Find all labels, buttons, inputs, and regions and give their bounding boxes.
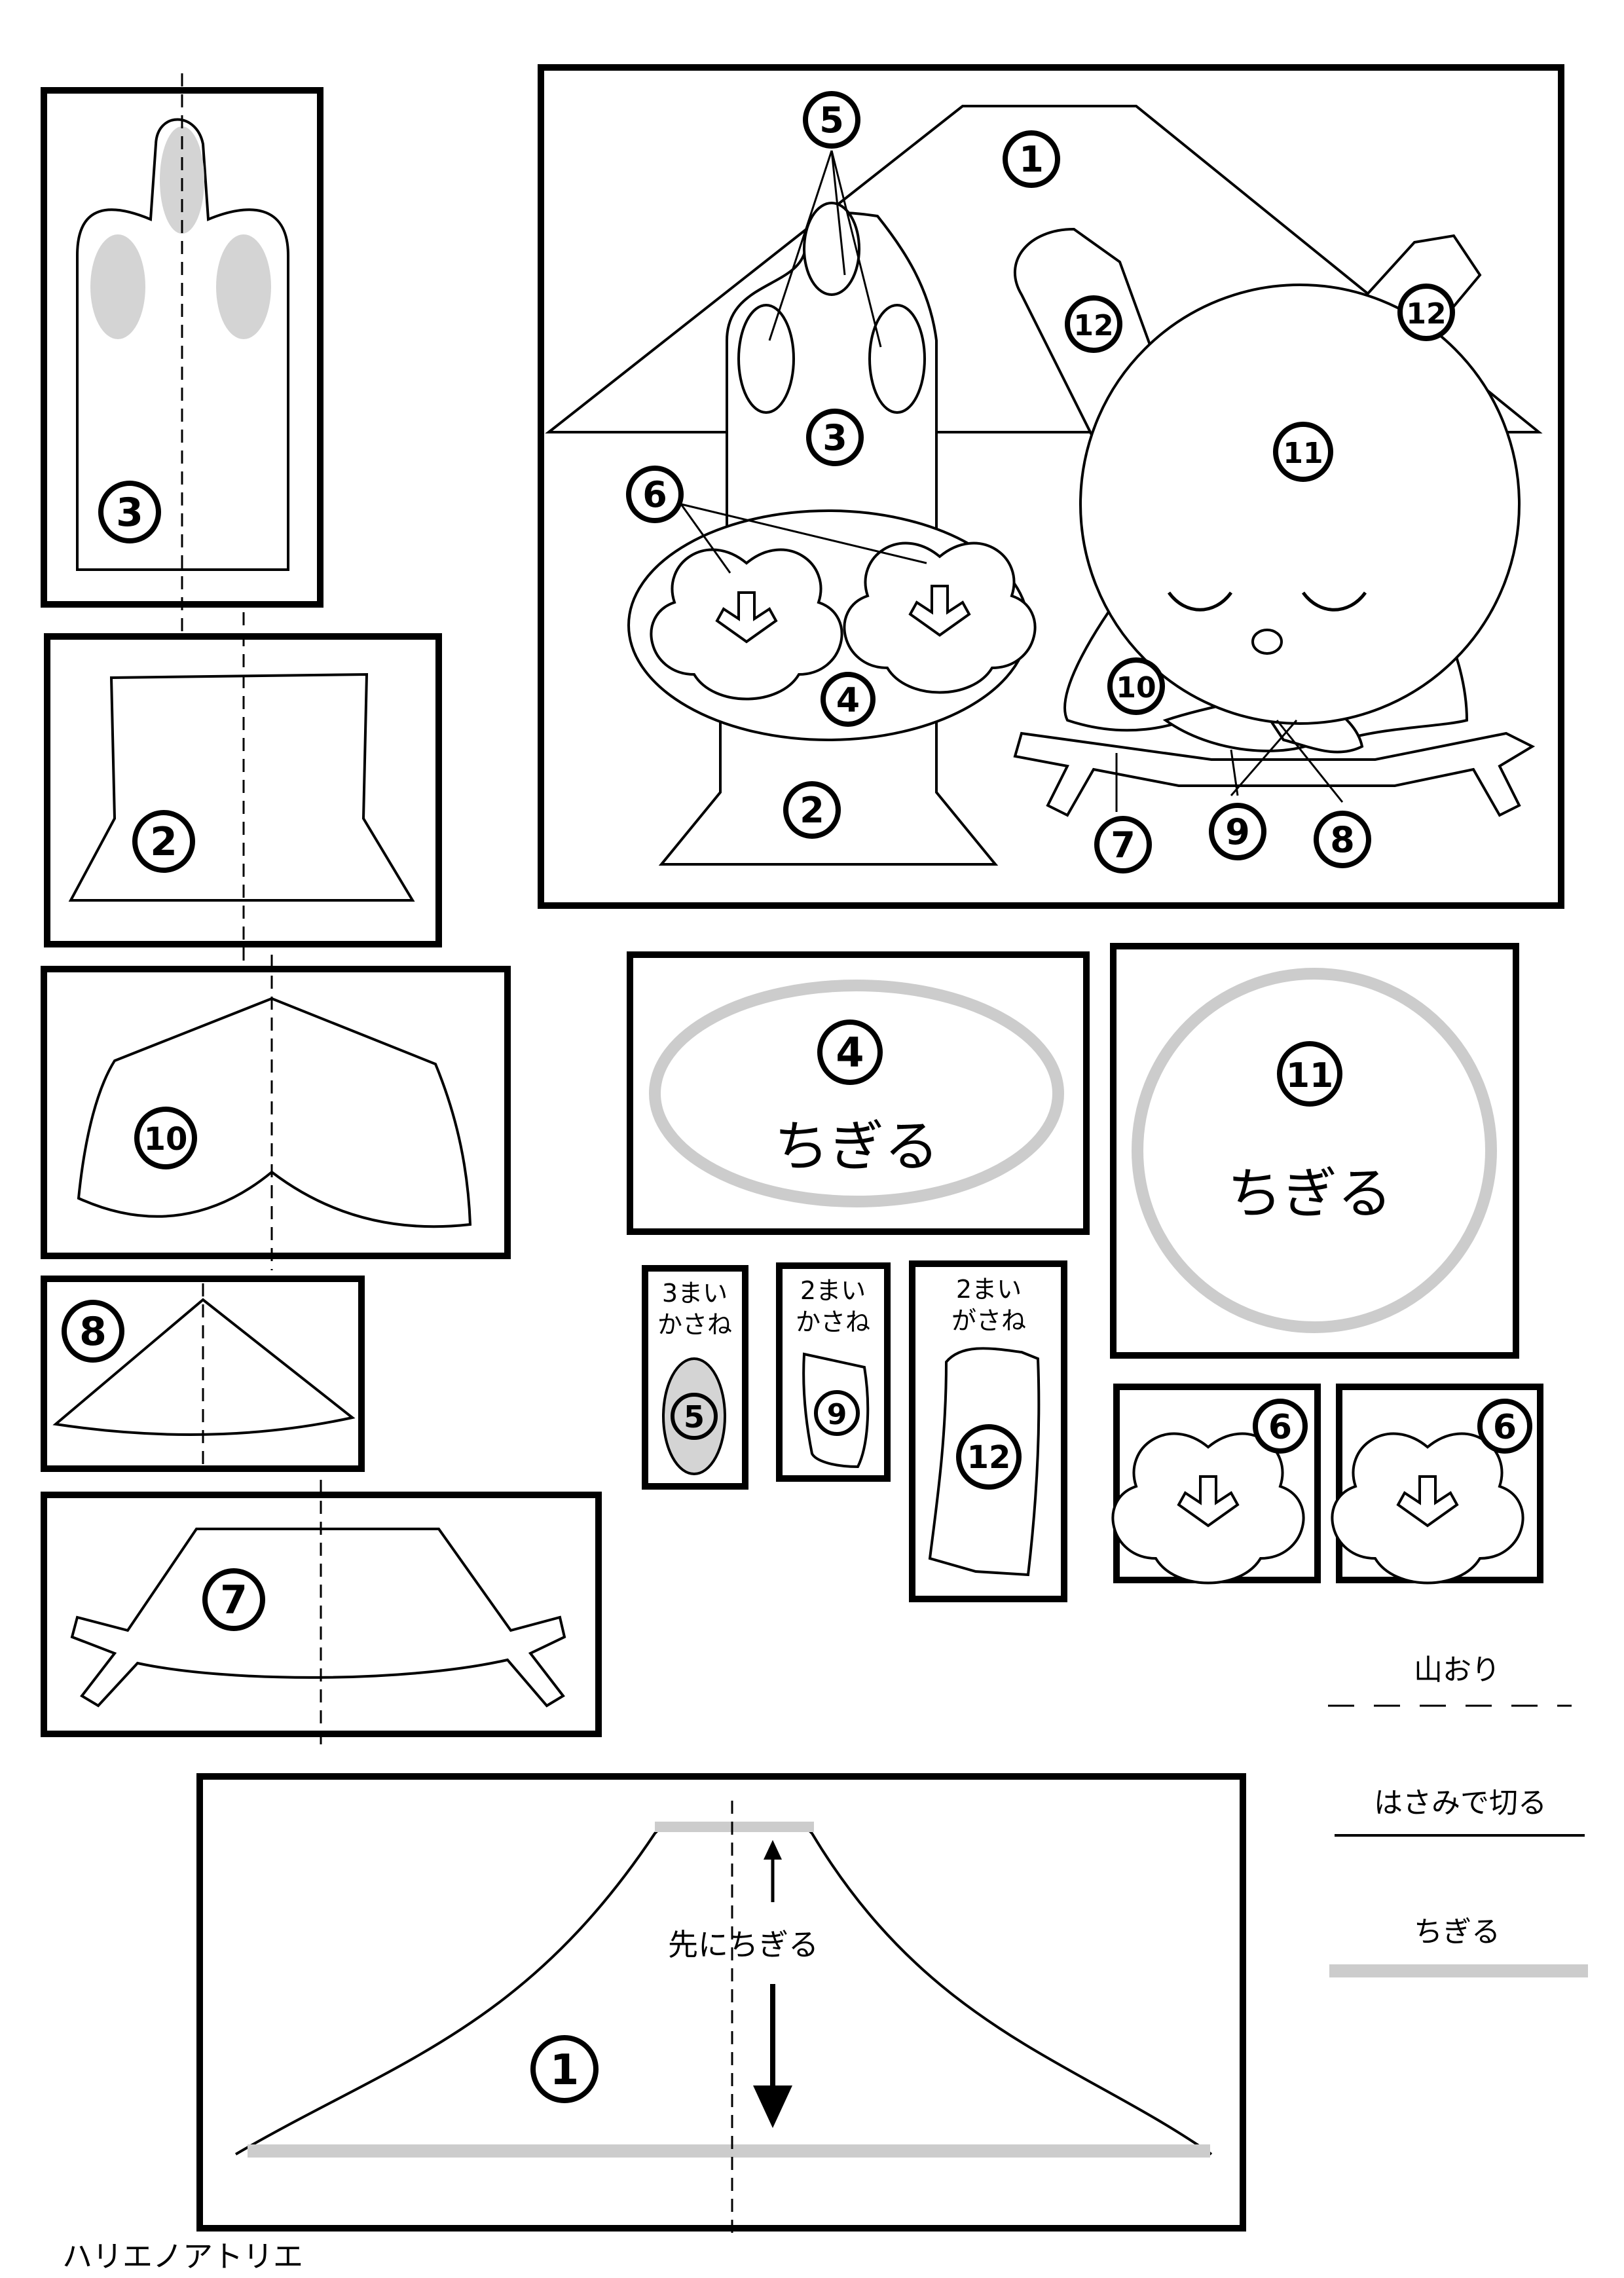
scene-label-12-left: 12 [1073,309,1113,342]
part-label-6-a: 6 [1268,1408,1292,1447]
part-label-7: 7 [220,1577,248,1623]
part-11-head: 11 ちぎる [1110,943,1519,1359]
part-3-bamboo: 3 [41,73,323,661]
part-6-pine-flower-b: 6 [1331,1384,1543,1585]
scene-label-1: 1 [1019,139,1044,180]
legend-tear-label: ちぎる [1414,1915,1500,1949]
tear-first-label: 先にちぎる [668,1927,819,1962]
legend: 山おり はさみで切る ちぎる [1328,1653,1588,1977]
scene-label-6: 6 [642,474,667,515]
footer-credit: ハリエノアトリエ [62,2239,303,2274]
two-sheets-line2: かさね [796,1308,870,1336]
part-7-stand: 7 [41,1480,602,1748]
part-8-sleeve: 8 [41,1276,365,1472]
three-sheets-line1: 3まい [662,1279,728,1308]
scene-label-11: 11 [1283,437,1323,470]
part-label-1: 1 [550,2046,580,2095]
scene-label-9: 9 [1225,811,1250,853]
part-label-2: 2 [150,819,177,865]
legend-mountain-fold-label: 山おり [1414,1653,1500,1687]
part-4-plate: 4 ちぎる [627,951,1090,1235]
part-12-ears: 2まい がさね 12 [909,1260,1067,1602]
head-tear-outline [1132,968,1497,1333]
sleeve-outline [52,1298,356,1436]
plate-tear-outline [649,980,1064,1207]
part-label-8: 8 [79,1309,107,1355]
part-5-leaves: 3まい かさね 5 [642,1265,748,1490]
part-label-3: 3 [116,490,143,536]
kimono-outline [77,997,472,1228]
scene-stand [1013,731,1536,817]
two-sheets-alt-line1: 2まい [956,1275,1022,1304]
part-label-6-b: 6 [1493,1408,1517,1447]
head-tear-text: ちぎる [1227,1162,1392,1226]
part-label-4: 4 [836,1029,864,1076]
part-label-10: 10 [144,1121,188,1158]
part-2-pot: 2 [44,612,442,963]
part-6-pine-flower-a: 6 [1111,1384,1321,1585]
scene-label-3: 3 [822,417,847,458]
scene-label-2: 2 [800,790,824,831]
legend-cut-label: はさみで切る [1374,1786,1547,1820]
part-label-11: 11 [1286,1056,1333,1095]
bamboo-outline [76,118,289,571]
pot-outline [68,672,415,902]
part-1-mountain: 先にちぎる 1 [196,1773,1246,2239]
three-sheets-line2: かさね [657,1310,732,1339]
two-sheets-alt-line2: がさね [951,1306,1026,1335]
part-10-kimono: 10 [41,955,511,1270]
scene-label-8: 8 [1330,819,1355,860]
part-9-inner-sleeve: 2まい かさね 9 [776,1262,891,1482]
scene-label-10: 10 [1116,671,1156,705]
scene-label-5: 5 [819,100,844,141]
part-label-12: 12 [967,1439,1011,1476]
part-label-5: 5 [684,1399,705,1435]
scene-label-7: 7 [1111,824,1135,866]
part-label-9: 9 [827,1398,847,1431]
plate-tear-text: ちぎる [774,1114,939,1179]
stand-outline [70,1528,566,1708]
two-sheets-line1: 2まい [800,1276,866,1305]
assembled-scene: 1 5 12 12 3 11 6 4 10 2 7 9 8 [538,64,1564,909]
scene-label-4: 4 [836,681,860,720]
scene-rabbit-head [1079,284,1521,725]
scene-label-12-right: 12 [1406,297,1446,331]
